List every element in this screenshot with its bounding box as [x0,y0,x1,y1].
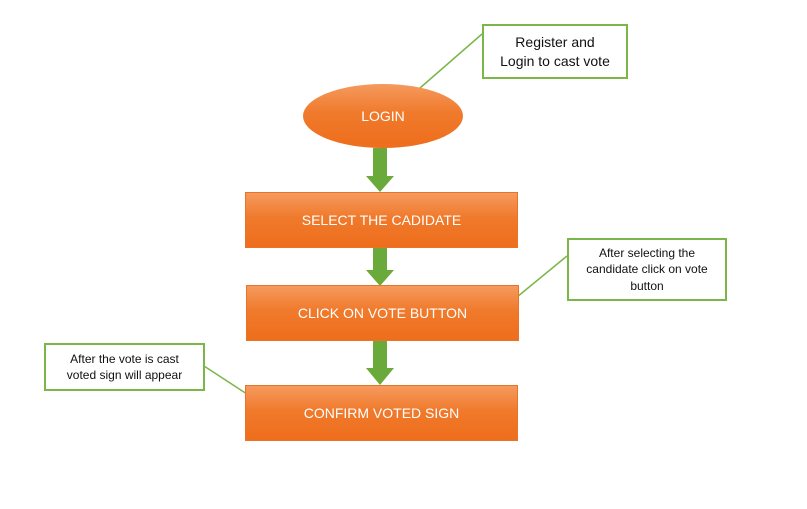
confirm-sign-node: CONFIRM VOTED SIGN [245,385,518,441]
click-vote-label: CLICK ON VOTE BUTTON [297,305,468,321]
register-login-text: Register and Login to cast vote [500,33,610,69]
after-selecting-callout: After selecting the candidate click on v… [567,238,727,301]
login-label: LOGIN [361,108,405,124]
arrow-login-to-select [366,148,394,192]
register-login-callout: Register and Login to cast vote [482,24,628,79]
connector-register-callout [419,33,483,89]
select-candidate-node: SELECT THE CADIDATE [245,192,518,248]
login-node: LOGIN [303,84,463,148]
connector-vote-callout [203,365,251,397]
after-vote-text: After the vote is cast voted sign will a… [66,351,183,382]
arrow-vote-to-confirm [366,341,394,385]
after-selecting-text: After selecting the candidate click on v… [586,246,708,293]
select-candidate-label: SELECT THE CADIDATE [301,212,462,228]
confirm-sign-label: CONFIRM VOTED SIGN [303,405,460,421]
after-vote-callout: After the vote is cast voted sign will a… [44,343,205,391]
arrow-select-to-vote [366,246,394,286]
click-vote-node: CLICK ON VOTE BUTTON [246,285,519,341]
